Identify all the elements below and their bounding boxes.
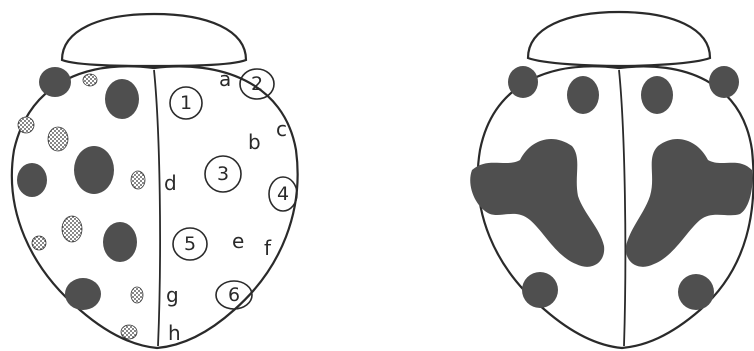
label-f: f [264,236,272,260]
spot-stippled [62,216,82,242]
position-number-4: 4 [277,183,289,205]
spot-dark [709,66,739,98]
label-d: d [164,171,177,195]
position-number-6: 6 [228,284,240,306]
left-beetle-elytra-outline [12,66,298,348]
spot-dark [522,272,558,308]
spot-dark [508,66,538,98]
spot-dark [641,76,673,114]
spot-stippled [121,325,137,339]
right-beetle-pronotum [528,12,710,66]
spot-dark [17,163,47,197]
left-beetle: 1 2 3 4 5 6 a b c d e f g h [12,14,298,348]
label-b: b [248,130,261,154]
spot-stippled [131,171,145,189]
spot-dark [74,146,114,194]
right-beetle [470,12,753,348]
spot-dark [39,67,71,97]
position-number-1: 1 [180,92,192,114]
spot-stippled [83,74,97,86]
spot-dark [678,274,714,310]
position-number-3: 3 [217,163,229,185]
spot-stippled [18,117,34,133]
spot-dark [103,222,137,262]
label-g: g [166,283,179,307]
label-c: c [276,117,287,141]
label-e: e [232,229,244,253]
left-beetle-pronotum [62,14,246,66]
spot-stippled [48,127,68,151]
label-h: h [168,321,181,345]
position-number-5: 5 [184,233,196,255]
spot-dark [567,76,599,114]
spot-dark [65,278,101,310]
label-a: a [219,67,231,91]
spot-stippled [131,287,143,303]
spot-dark [105,79,139,119]
position-number-2: 2 [251,73,263,95]
spot-stippled [32,236,46,250]
